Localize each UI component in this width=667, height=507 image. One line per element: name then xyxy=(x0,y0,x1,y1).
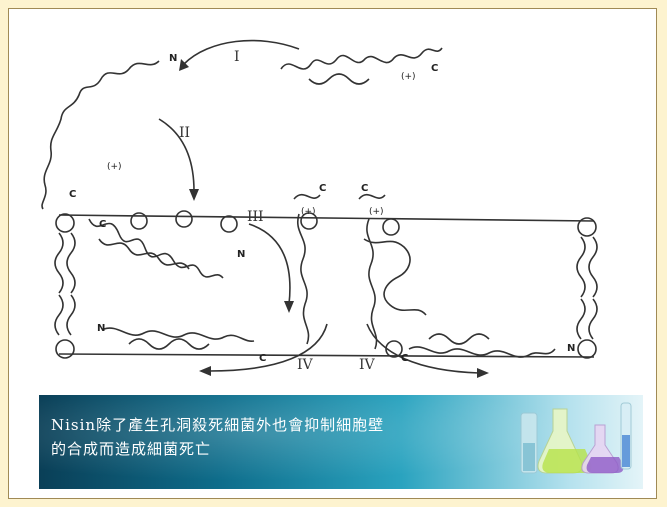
step-label-4-right: IV xyxy=(359,357,376,373)
n-terminus-label: N xyxy=(169,53,177,64)
arrow-step-4-left xyxy=(208,323,328,372)
peptide-chain-approach xyxy=(41,60,160,210)
c-terminus-label: C xyxy=(319,183,326,194)
lipid-head xyxy=(55,339,75,359)
slide-frame: I II III IV IV N C C C C C N N C C N (+)… xyxy=(8,8,657,499)
arrowhead xyxy=(179,59,189,71)
lipid-head xyxy=(175,210,193,228)
caption-line-2: 的合成而造成細菌死亡 xyxy=(51,440,212,458)
lipid-head xyxy=(382,218,400,236)
c-terminus-label: C xyxy=(99,219,106,230)
banner-glow xyxy=(39,395,643,489)
caption-banner: Nisin除了產生孔洞殺死細菌外也會抑制細胞壁 的合成而造成細菌死亡 xyxy=(39,395,643,489)
lab-flasks-icon xyxy=(520,402,632,474)
step-label-3: III xyxy=(247,209,264,225)
lipid-tail xyxy=(588,298,598,340)
n-terminus-label: N xyxy=(567,343,575,354)
step-label-4-left: IV xyxy=(297,357,314,373)
lipid-tail xyxy=(576,236,586,298)
membrane-outer-line xyxy=(58,214,595,222)
caption-text: Nisin除了產生孔洞殺死細菌外也會抑制細胞壁 的合成而造成細菌死亡 xyxy=(51,413,501,461)
arrowhead xyxy=(199,366,211,376)
arrow-step-3 xyxy=(248,223,291,305)
c-terminus-label: C xyxy=(259,353,266,364)
lipid-head xyxy=(55,213,75,233)
lipid-tail xyxy=(66,232,76,294)
peptide-chain-free xyxy=(280,47,443,70)
n-terminus-label: N xyxy=(237,249,245,260)
lipid-head xyxy=(220,215,238,233)
peptide-chain-inner xyxy=(408,346,556,358)
arrow-step-4-right xyxy=(366,323,480,374)
membrane-inner-line xyxy=(58,353,595,358)
peptide-chain-bound xyxy=(98,238,190,270)
peptide-chain-inner xyxy=(103,327,255,342)
arrowhead xyxy=(477,368,489,378)
lipid-tail xyxy=(588,236,598,298)
arrow-step-1 xyxy=(183,39,300,65)
peptide-chain-pore xyxy=(363,238,427,316)
arrowhead xyxy=(284,301,294,313)
charge-label: (+) xyxy=(401,72,416,82)
charge-label: (+) xyxy=(301,207,316,217)
arrowhead xyxy=(189,189,199,201)
peptide-chain-pore xyxy=(293,193,321,345)
charge-label: (+) xyxy=(107,162,122,172)
nisin-mechanism-figure: I II III IV IV N C C C C C N N C C N (+)… xyxy=(9,9,658,400)
lipid-tail xyxy=(54,232,64,294)
caption-line-1: Nisin除了產生孔洞殺死細菌外也會抑制細胞壁 xyxy=(51,416,385,434)
peptide-chain-bound xyxy=(88,218,224,279)
mechanism-diagram-svg: I II III IV IV N C C C C C N N C C N (+)… xyxy=(41,39,598,378)
step-label-1: I xyxy=(234,49,240,65)
lipid-head xyxy=(300,212,318,230)
lipid-head xyxy=(577,339,597,359)
step-label-2: II xyxy=(179,125,190,141)
c-terminus-label: C xyxy=(361,183,368,194)
peptide-chain-inner xyxy=(128,338,210,350)
lipid-tail xyxy=(54,294,64,336)
n-terminus-label: N xyxy=(97,323,105,334)
peptide-chain-free xyxy=(308,73,370,85)
lipid-tail xyxy=(576,298,586,340)
peptide-chain-inner xyxy=(428,333,490,345)
charge-label: (+) xyxy=(369,207,384,217)
arrow-step-2 xyxy=(158,118,195,192)
lipid-tail xyxy=(66,294,76,336)
lipid-head xyxy=(130,212,148,230)
c-terminus-label: C xyxy=(69,189,76,200)
lipid-head xyxy=(577,217,597,237)
c-terminus-label: C xyxy=(401,353,408,364)
c-terminus-label: C xyxy=(431,63,438,74)
